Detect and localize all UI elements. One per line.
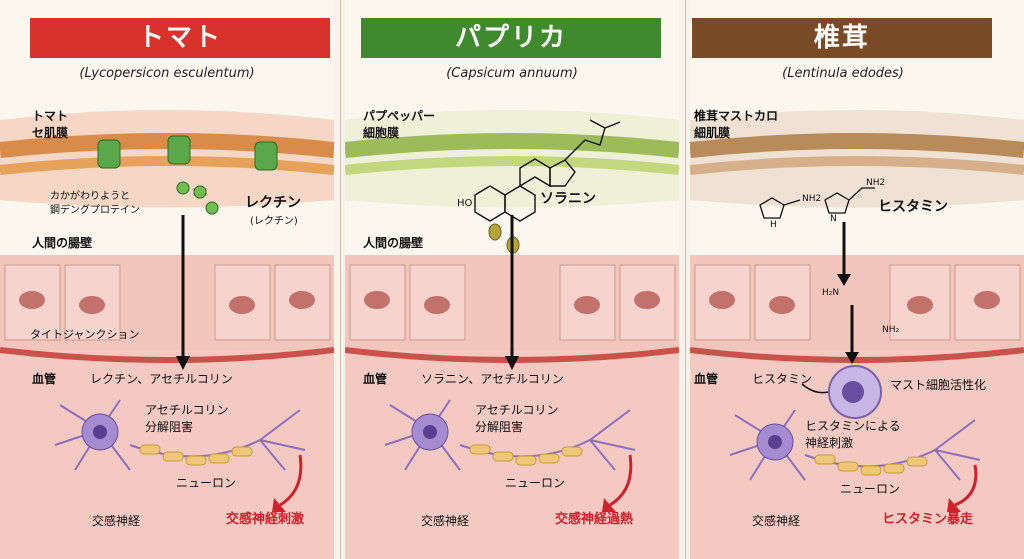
flow-arrowhead [176, 356, 190, 370]
neuron-label: ニューロン [505, 476, 566, 490]
chem-ho-label: HO [457, 198, 473, 209]
myelin-sheath [139, 444, 253, 466]
header-bar [692, 18, 992, 58]
chem-n-label: N [830, 214, 837, 224]
cell-membrane [345, 133, 679, 158]
membrane-label: 椎茸マストカロ 細肌膜 [694, 109, 779, 140]
neuron-label: ニューロン [840, 482, 901, 496]
cell-membrane-inner [345, 156, 679, 175]
neuron-nucleus [93, 425, 107, 439]
vessel-text: レクチン、アセチルコリン [90, 372, 233, 386]
nerve-label: 交感神経 [752, 514, 801, 528]
scientific-name: (Lycopersicon esculentum) [79, 66, 255, 81]
vessel-label: 血管 [363, 372, 388, 386]
panel-divider [340, 0, 341, 559]
membrane-label: パプペッパー 細胞膜 [363, 109, 436, 140]
myelin-sheath [814, 454, 928, 476]
flow-arrowhead-lower [845, 352, 859, 364]
myelin-sheath [469, 444, 583, 466]
flow-arrowhead-upper [837, 274, 851, 286]
mast-cell-nucleus [842, 381, 864, 403]
effect-arrow [279, 454, 303, 507]
nerve-label: 交感神経 [421, 514, 470, 528]
membrane-proteins [97, 135, 278, 171]
panel-title: トマト [137, 23, 222, 53]
scientific-name: (Lentinula edodes) [782, 66, 904, 81]
panel-tomato-drawing [0, 18, 334, 559]
mast-arrow [801, 383, 829, 394]
effect-arrow [609, 454, 633, 507]
solanine-structure [474, 119, 621, 222]
panel-divider [685, 0, 686, 559]
effect-label: 交感神経過熱 [555, 512, 634, 527]
effect-arrowhead [947, 498, 961, 512]
vessel-wall [690, 347, 1024, 363]
chem-nh2-sub-label: NH₂ [882, 325, 900, 335]
membrane-label: トマト セ肌膜 [32, 109, 69, 140]
cell-nuclei [19, 291, 315, 314]
gut-label: 人間の腸壁 [32, 236, 93, 250]
panel-shiitake: 椎茸 (Lentinula edodes) 椎茸マストカロ 細肌膜 NH2 H … [690, 0, 1024, 559]
header-bar [30, 18, 330, 58]
vessel-label: 血管 [694, 372, 719, 386]
inhibit-label: アセチルコリン 分解阻害 [475, 403, 559, 434]
cell-membrane [0, 133, 334, 158]
stim-label: ヒスタミンによる 神経刺激 [805, 419, 901, 450]
gut-label: 人間の腸壁 [363, 236, 424, 250]
neuron [729, 409, 981, 481]
inhibit-label: アセチルコリン 分解阻害 [145, 403, 229, 434]
panel-paprika-drawing [345, 18, 679, 559]
cell-membrane-inner [0, 156, 334, 175]
mast-label: マスト細胞活性化 [890, 378, 987, 392]
epithelial-cells [694, 264, 1021, 341]
compound-label: ヒスタミン [878, 199, 948, 215]
panel-tomato: トマト (Lycopersicon esculentum) トマト セ肌膜 カか… [0, 0, 334, 559]
cell-membrane-inner [690, 156, 1024, 175]
effect-label: 交感神経刺激 [226, 512, 305, 527]
chem-nh2-label-2: NH2 [866, 178, 886, 188]
neuron-nucleus [423, 425, 437, 439]
chem-h2n-label: H₂N [822, 288, 840, 298]
effect-arrowhead [602, 498, 616, 512]
protein-label: カかがわりようと 鋼デングプロテイン [50, 191, 140, 216]
panel-paprika: パプリカ (Capsicum annuum) パプペッパー 細胞膜 HO ソラニ… [345, 0, 679, 559]
compound-sub-label: (レクチン) [250, 216, 298, 227]
scientific-name: (Capsicum annuum) [446, 66, 578, 81]
panel-title: パプリカ [454, 23, 567, 53]
vessel-label: 血管 [32, 372, 57, 386]
chem-nh2-label: NH2 [802, 194, 822, 204]
compound-label: ソラニン [540, 191, 596, 207]
neuron-label: ニューロン [176, 476, 237, 490]
nerve-label: 交感神経 [92, 514, 141, 528]
effect-arrow [954, 464, 978, 507]
flow-arrowhead [505, 356, 519, 370]
cell-membrane [690, 133, 1024, 158]
compound-label: レクチン [245, 195, 301, 211]
panel-title: 椎茸 [813, 23, 870, 53]
vessel-wall [0, 347, 334, 363]
vessel-text: ソラニン、アセチルコリン [421, 372, 564, 386]
header-bar [361, 18, 661, 58]
cell-nuclei [709, 291, 1000, 314]
effect-arrowhead [272, 498, 286, 512]
cell-nuclei [364, 291, 660, 314]
effect-label: ヒスタミン暴走 [882, 512, 974, 527]
junction-label: タイトジャンクション [30, 328, 140, 341]
neuron-nucleus [768, 435, 782, 449]
chem-h-label: H [770, 220, 777, 230]
panel-shiitake-drawing [690, 18, 1024, 559]
vessel-text: ヒスタミン [752, 372, 813, 386]
